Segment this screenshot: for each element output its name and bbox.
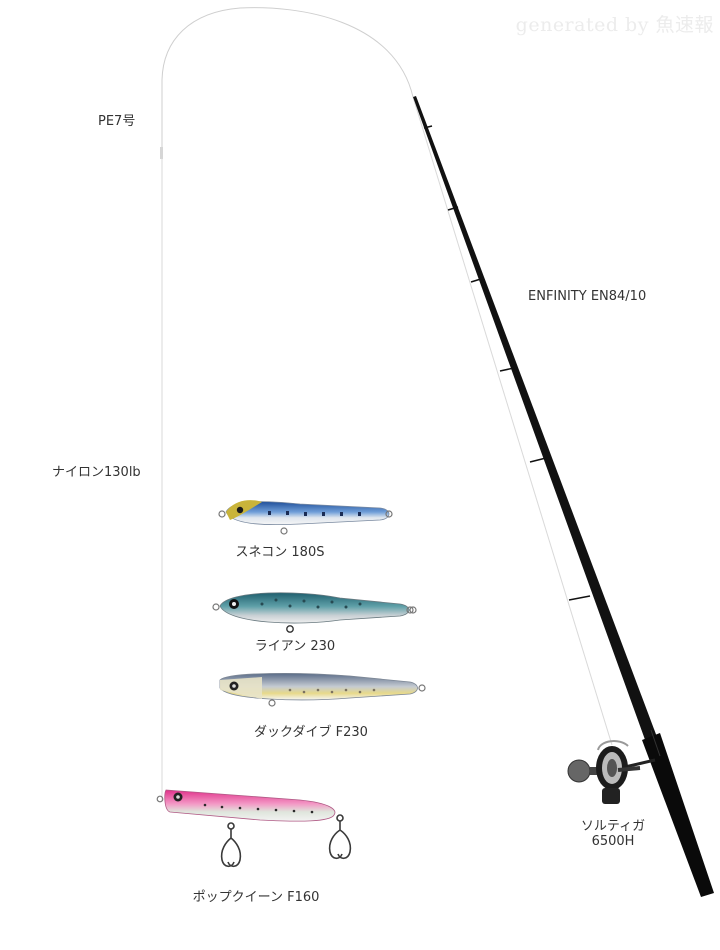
reel-label: ソルティガ 6500H [568,815,658,849]
rod [413,96,714,897]
lure-label-snecon: スネコン 180S [235,545,325,560]
leader-line-label: ナイロン130lb [52,465,141,480]
reel-icon [567,740,656,804]
lure-label-popqueen: ポップクイーン F160 [192,890,320,905]
line-knot [160,147,163,159]
rod-guides [423,125,591,601]
reel-label-size: 6500H [591,834,635,849]
lure-ryan [212,592,417,633]
main-line [161,7,414,150]
rod-label: ENFINITY EN84/10 [528,289,647,304]
reel-label-model: ソルティガ [580,819,646,834]
lure-snecon [218,500,393,535]
main-line-label: PE7号 [98,114,136,129]
lure-label-ryan: ライアン 230 [254,639,336,654]
lure-duckdive [219,672,426,707]
rod-line [412,96,613,746]
watermark: generated by 魚速報 [515,14,714,36]
lure-label-duckdive: ダックダイブ F230 [254,725,368,740]
lure-popqueen [156,789,352,868]
